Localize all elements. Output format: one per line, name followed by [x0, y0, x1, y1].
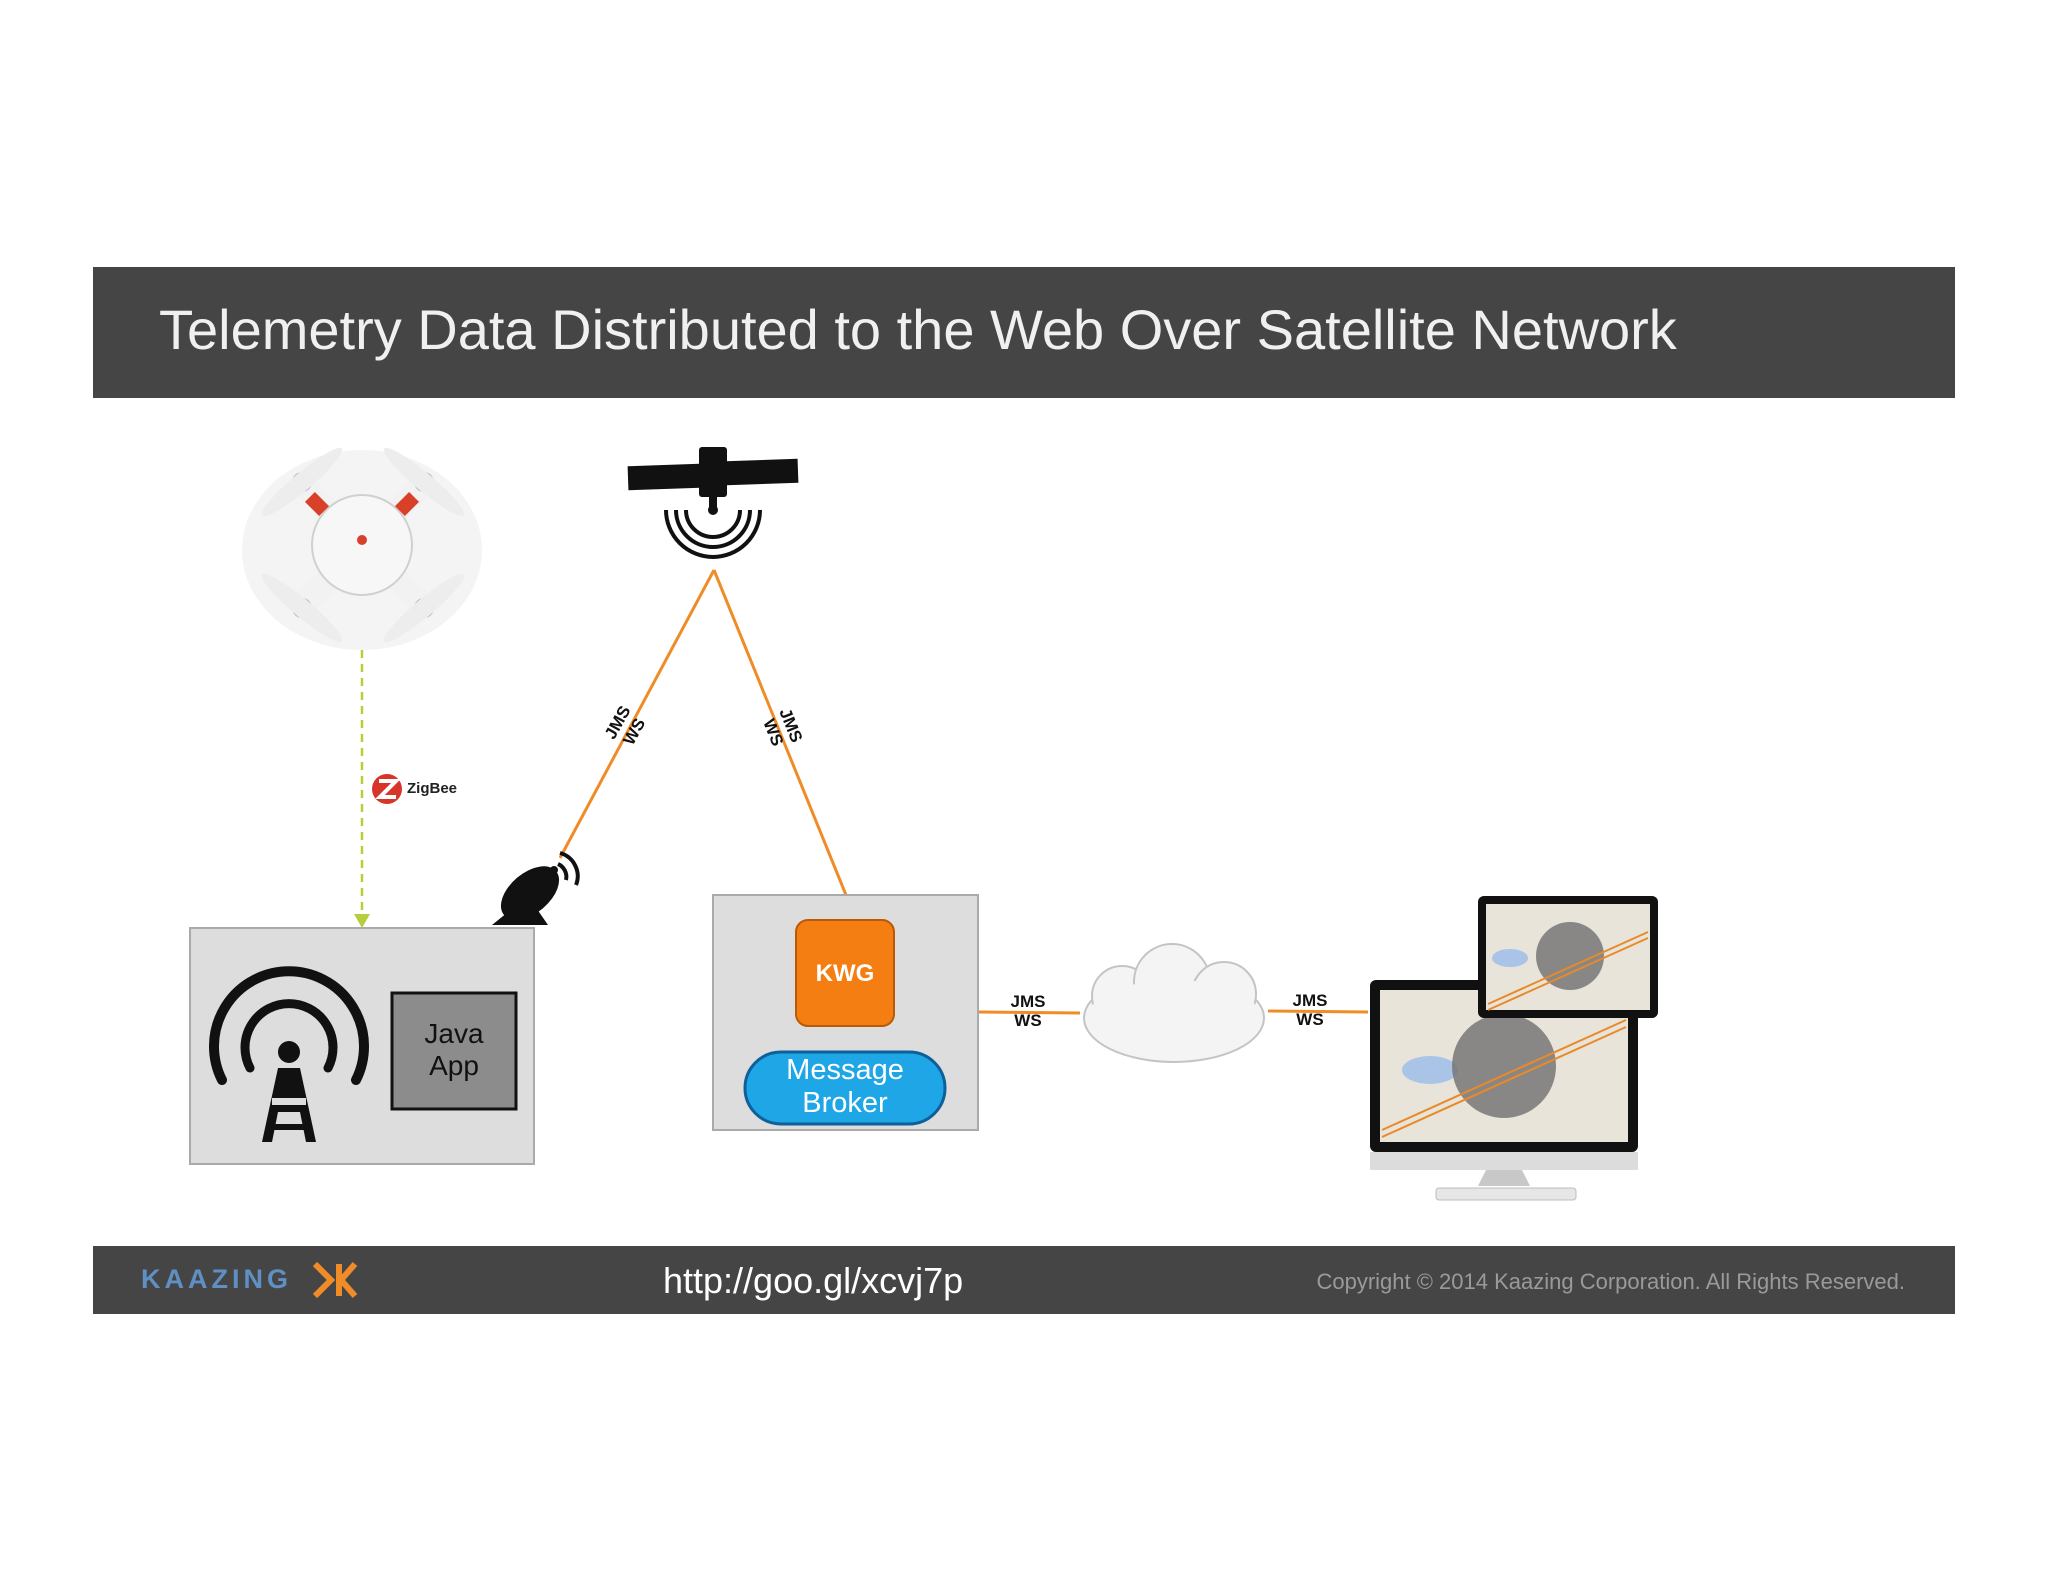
title-bar: Telemetry Data Distributed to the Web Ov… — [93, 267, 1955, 398]
zigbee-label: ZigBee — [407, 780, 458, 797]
radio-tower-icon — [209, 966, 369, 1142]
cloud-to-computer-line — [1267, 1009, 1369, 1014]
java-app-label: Java App — [424, 1018, 484, 1081]
to-cloud-protocol-label: JMS WS — [1010, 992, 1046, 1030]
cloud-icon — [1083, 943, 1265, 1063]
kaazing-logo-mark — [312, 1262, 358, 1298]
tablet-icon — [1478, 896, 1658, 1018]
downlink-line — [712, 569, 848, 896]
message-broker-pill — [743, 1050, 947, 1126]
zigbee-link-arrowhead — [354, 914, 370, 928]
uplink-line — [558, 569, 716, 859]
footer-bar: KAAZING http://goo.gl/xcvj7p Copyright ©… — [93, 1246, 1955, 1314]
slide-title: Telemetry Data Distributed to the Web Ov… — [159, 298, 1677, 361]
java-app-box — [390, 991, 518, 1111]
satellite-icon — [627, 447, 799, 559]
desktop-computer-icon — [1370, 980, 1638, 1201]
message-broker-label: Message Broker — [786, 1054, 904, 1119]
zigbee-logo-icon — [372, 774, 402, 804]
from-cloud-protocol-label: JMS WS — [1292, 991, 1328, 1029]
kwg-label: KWG — [815, 960, 875, 987]
kaazing-logo: KAAZING — [141, 1264, 292, 1294]
broker-to-cloud-line — [977, 1010, 1081, 1015]
satellite-dish-icon — [492, 851, 580, 925]
copyright-text: Copyright © 2014 Kaazing Corporation. Al… — [1316, 1269, 1905, 1294]
drone-icon — [242, 447, 482, 650]
kwg-block — [795, 919, 895, 1027]
footer-url-link[interactable]: http://goo.gl/xcvj7p — [663, 1260, 964, 1301]
